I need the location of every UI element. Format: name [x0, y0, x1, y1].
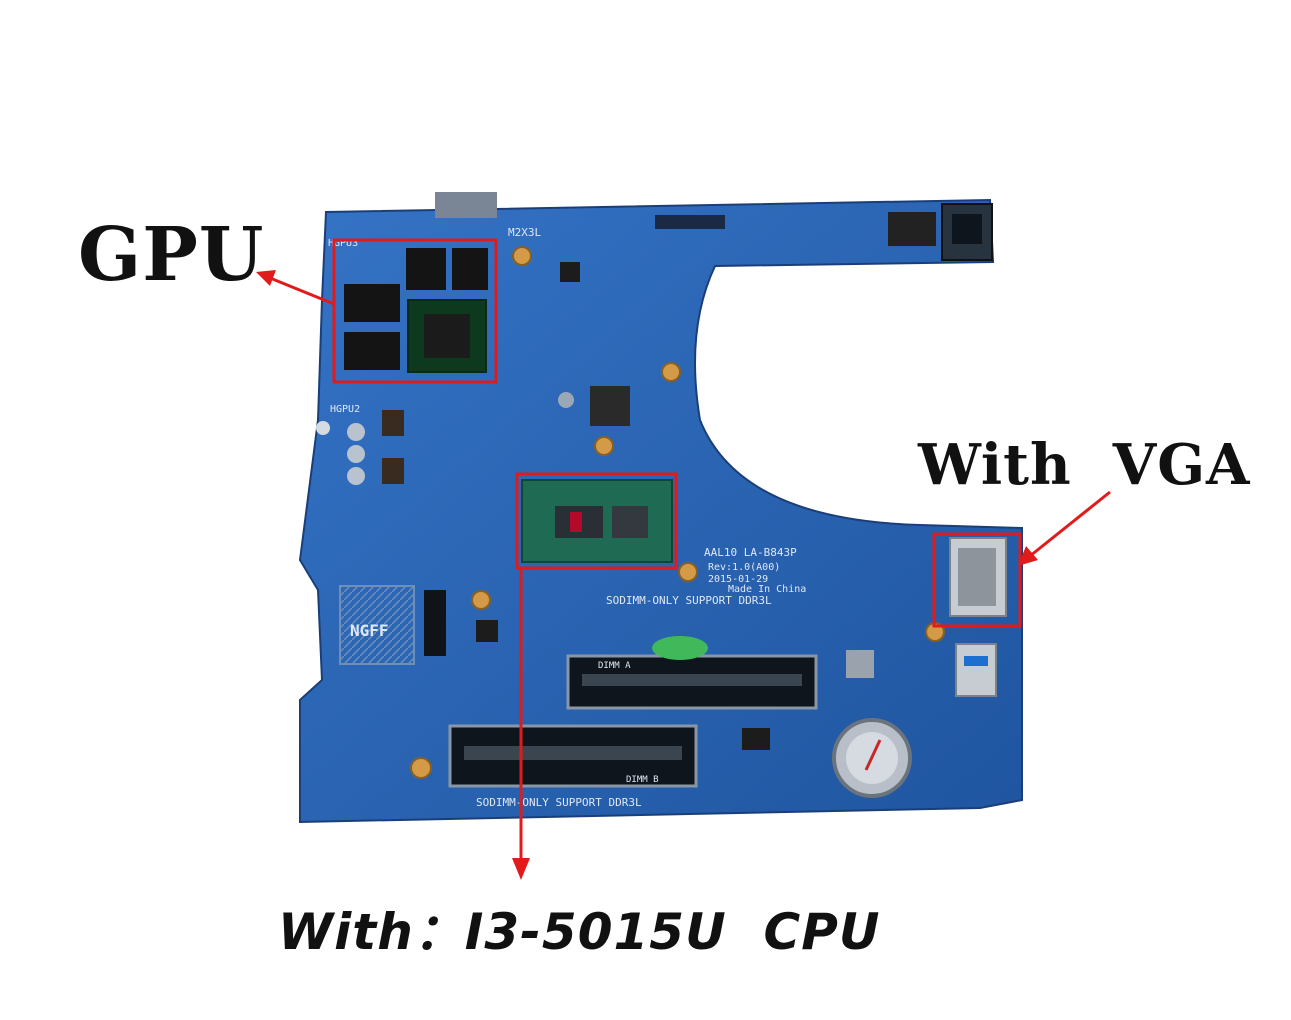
top-connector — [435, 192, 497, 218]
vram-chip — [344, 332, 400, 370]
cpu-callout-label: With：I3-5015U CPU — [278, 903, 881, 961]
gpu-arrow — [269, 276, 335, 306]
ngff-slot-area — [339, 585, 415, 665]
gpu-callout-label: GPU — [78, 212, 265, 298]
date-silk: 2015-01-29 — [708, 574, 768, 585]
vga-arrow — [1029, 490, 1111, 558]
m2x3l-silk: M2X3L — [508, 226, 541, 239]
rev-silk: Rev:1.0(A00) — [708, 562, 780, 573]
hgpu3-silk: HGPU3 — [328, 238, 358, 249]
model-silk: AAL10 LA-B843P — [704, 546, 797, 559]
ngff-silk: NGFF — [350, 621, 389, 640]
cpu-highlight-box — [515, 472, 678, 570]
dimm-b-silk: DIMM B — [626, 775, 659, 785]
vram-chip — [452, 248, 488, 290]
usb-port — [955, 643, 997, 697]
vram-chip — [344, 284, 400, 322]
vram-chip — [406, 248, 446, 290]
sodimm-bottom-silk: SODIMM-ONLY SUPPORT DDR3L — [476, 796, 642, 809]
hgpu2-silk: HGPU2 — [330, 404, 360, 415]
gpu-highlight-box — [332, 238, 498, 384]
vga-callout-label: With VGA — [918, 432, 1251, 498]
origin-silk: Made In China — [728, 584, 806, 595]
dimm-a-silk: DIMM A — [598, 661, 631, 671]
sodimm-top-silk: SODIMM-ONLY SUPPORT DDR3L — [606, 594, 772, 607]
vga-highlight-box — [932, 532, 1022, 628]
